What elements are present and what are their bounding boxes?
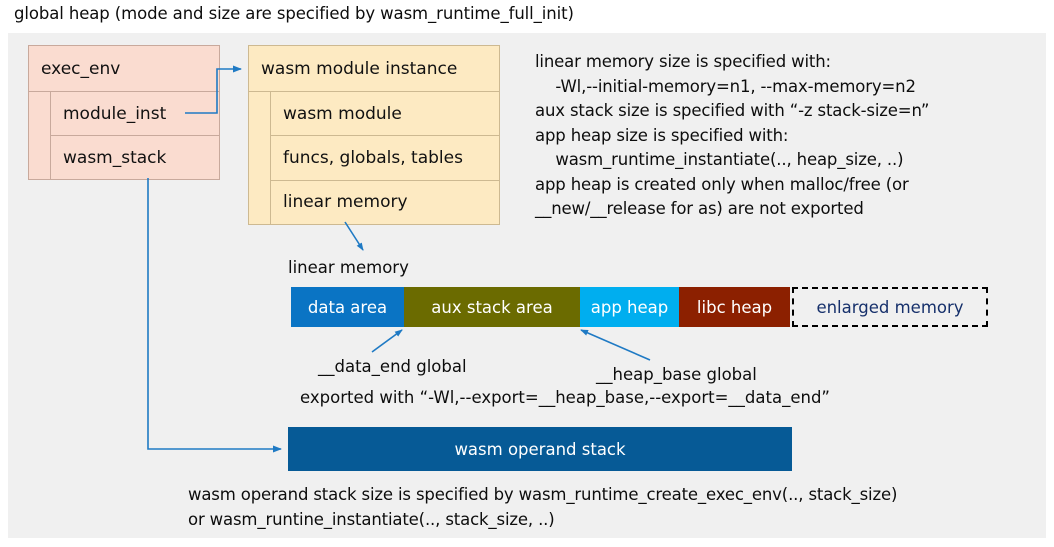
wasm-operand-stack-label: wasm operand stack: [454, 439, 626, 459]
module-field-linear-memory: linear memory: [283, 192, 408, 213]
exec-env-gutter: [29, 92, 51, 179]
wasm-module-instance-body: wasm module funcs, globals, tables linea…: [249, 92, 499, 224]
linear-memory-size-note: linear memory size is specified with: -W…: [535, 52, 930, 218]
data-end-global-label: __data_end global: [318, 357, 467, 376]
linear-memory-caption: linear memory: [288, 258, 409, 277]
exec-env-field-module-inst: module_inst: [51, 92, 219, 136]
heap-base-global-label: __heap_base global: [596, 365, 757, 384]
memory-segment-app-heap: app heap: [580, 287, 679, 327]
exported-with-label: exported with “-Wl,--export=__heap_base,…: [300, 388, 830, 407]
memory-segment-data-area: data area: [291, 287, 404, 327]
memory-segment-aux-stack-area: aux stack area: [404, 287, 580, 327]
module-field-funcs-globals-tables: funcs, globals, tables: [271, 136, 499, 181]
exec-env-header: exec_env: [29, 46, 219, 92]
memory-segment-enlarged-memory: enlarged memory: [792, 287, 988, 327]
wasm-module-instance-header: wasm module instance: [249, 46, 499, 92]
exec-env-rows: module_inst wasm_stack: [51, 92, 219, 179]
module-field-wasm-module: wasm module: [271, 92, 499, 137]
memory-segment-label: app heap: [590, 297, 669, 317]
memory-segment-label: libc heap: [696, 297, 773, 317]
exec-env-field-wasm-stack: wasm_stack: [63, 147, 167, 168]
operand-stack-size-note: wasm operand stack size is specified by …: [188, 485, 898, 529]
wasm-operand-stack-box: wasm operand stack: [288, 427, 792, 471]
exec-env-box: exec_env module_inst wasm_stack: [28, 45, 220, 180]
exec-env-body: module_inst wasm_stack: [29, 92, 219, 179]
memory-segment-label: aux stack area: [431, 297, 553, 317]
memory-segment-libc-heap: libc heap: [679, 287, 790, 327]
diagram-title: global heap (mode and size are specified…: [14, 4, 574, 23]
linear-memory-bar: data area aux stack area app heap libc h…: [291, 287, 988, 327]
wasm-module-instance-gutter: [249, 92, 271, 224]
wasm-module-instance-box: wasm module instance wasm module funcs, …: [248, 45, 500, 225]
memory-segment-label: data area: [307, 297, 388, 317]
wasm-module-instance-rows: wasm module funcs, globals, tables linea…: [271, 92, 499, 224]
memory-segment-label: enlarged memory: [816, 297, 964, 317]
